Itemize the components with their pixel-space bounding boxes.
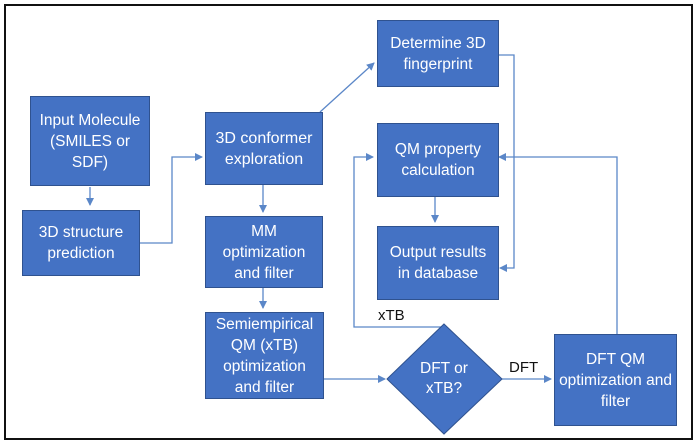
- edge-label-dft: DFT: [509, 359, 539, 376]
- edge-label-xtb: xTB: [378, 307, 405, 324]
- decision-diamond: [386, 323, 503, 435]
- node-3d-conformer-exploration: 3D conformer exploration: [205, 112, 323, 185]
- node-3d-conformer-exploration-label: 3D conformer exploration: [215, 129, 313, 168]
- node-dft-qm-optimization-label: DFT QM optimization and filter: [559, 350, 672, 410]
- node-output-results: Output results in database: [377, 226, 499, 300]
- node-mm-optimization: MM optimization and filter: [205, 216, 323, 288]
- node-qm-property-calculation: QM property calculation: [377, 123, 499, 197]
- node-determine-3d-fingerprint-label: Determine 3D fingerprint: [390, 34, 486, 73]
- decision-label: DFT or xTB?: [420, 360, 468, 397]
- node-output-results-label: Output results in database: [389, 244, 487, 282]
- decision-text: DFT or xTB?: [408, 346, 480, 412]
- node-semiempirical-qm-label: Semiempirical QM (xTB) optimization and …: [215, 315, 314, 396]
- node-dft-qm-optimization: DFT QM optimization and filter: [554, 334, 677, 426]
- edge-fingerprint-to-output: [499, 54, 515, 272]
- node-input-molecule: Input Molecule (SMILES or SDF): [30, 96, 150, 186]
- node-3d-structure-prediction-label: 3D structure prediction: [38, 224, 124, 262]
- node-mm-optimization-label: MM optimization and filter: [222, 222, 306, 282]
- node-determine-3d-fingerprint: Determine 3D fingerprint: [377, 20, 499, 87]
- edge-dft-to-qm: [498, 153, 618, 334]
- edge-conformer-to-fingerprint: [319, 62, 375, 113]
- node-semiempirical-qm: Semiempirical QM (xTB) optimization and …: [205, 312, 324, 399]
- node-3d-structure-prediction: 3D structure prediction: [22, 210, 140, 276]
- node-qm-property-calculation-label: QM property calculation: [394, 141, 482, 179]
- edge-structure-to-conformer: [140, 153, 203, 244]
- node-input-molecule-label: Input Molecule (SMILES or SDF): [39, 111, 141, 171]
